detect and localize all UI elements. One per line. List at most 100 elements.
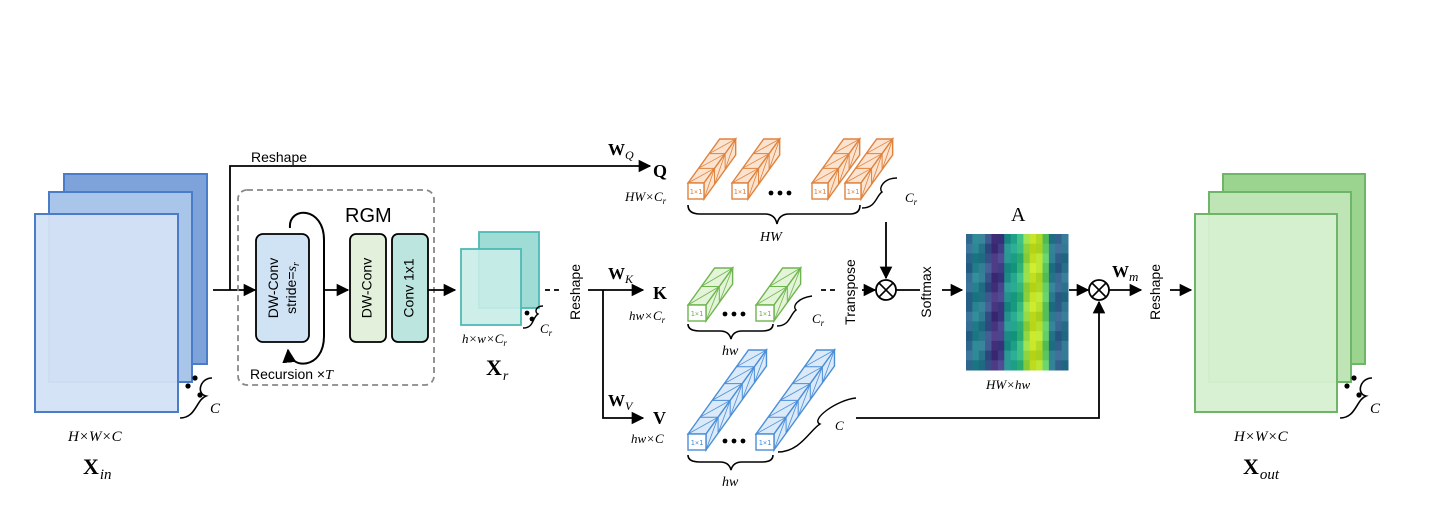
heatmap-cell [1036,234,1043,245]
heatmap-cell [1017,302,1024,313]
heatmap-cell [1004,302,1012,313]
heatmap-cell [1004,292,1012,303]
heatmap-cell [991,321,999,332]
output-feature-stack: C H×W×C Xout [1194,173,1381,483]
heatmap-cell [978,321,986,332]
heatmap-cell [1004,282,1012,293]
heatmap-cell [966,272,973,284]
heatmap-cell [1061,360,1069,371]
heatmap-cell [1042,234,1050,245]
heatmap-cell [997,253,1005,264]
heatmap-cell [972,350,980,361]
heatmap-cell [1010,272,1018,284]
v-ellipsis [722,438,746,444]
heatmap-cell [1017,350,1024,361]
q-weight-label: WQ [608,140,634,162]
heatmap-cell [997,331,1005,342]
reshape-out-label: Reshape [1147,264,1163,320]
v-dims-label: hw×C [631,431,664,446]
k-length-label: hw [722,344,739,359]
heatmap-cell [1061,350,1069,361]
heatmap-cell [1029,282,1037,293]
heatmap-cell [972,282,980,293]
heatmap-cell [997,360,1005,371]
heatmap-cell [1048,350,1056,361]
heatmap-cell [1061,321,1069,332]
v-name-label: V [653,408,666,428]
output-channel-label: C [1370,401,1381,417]
heatmap-cell [1055,331,1063,342]
output-layer-front [1194,213,1338,413]
heatmap-cell [985,302,992,313]
heatmap-cell [1010,234,1018,245]
heatmap-cell [1017,340,1024,352]
heatmap-cell [985,321,992,332]
stack-dot [192,375,198,381]
heatmap-cell [1023,263,1031,274]
heatmap-cell [978,253,986,264]
v-to-mul-arrow [856,300,1106,419]
heatmap-cell [1048,340,1056,352]
heatmap-cell [966,302,973,313]
heatmap-cell [1029,272,1037,284]
reshape-mid-label: Reshape [567,264,583,320]
svg-text:1×1: 1×1 [847,188,860,196]
xr-name-label: Xr [486,355,509,384]
heatmap-cell [1029,263,1037,274]
xr-dims-label: h×w×Cr [462,331,507,348]
xr-channel-brace [522,305,544,329]
k-channel-brace [776,295,813,327]
heatmap-cell [991,253,999,264]
heatmap-cell [1029,243,1037,254]
heatmap-cell [1048,360,1056,371]
heatmap-cell [978,350,986,361]
heatmap-cell [978,243,986,254]
heatmap-cell [972,340,980,352]
heatmap-cell [1010,360,1018,371]
heatmap-cell [1023,321,1031,332]
matmul-op-2 [1088,279,1110,301]
token-prism: 1×1 [686,347,768,453]
k-length-brace [687,323,774,340]
heatmap-cell [1010,263,1018,274]
recursion-label: Recursion ×T [250,366,334,383]
output-ops: Wm Reshape [856,262,1193,419]
stack-dot [185,383,191,389]
heatmap-cell [1029,331,1037,342]
heatmap-cell [1048,243,1056,254]
transpose-label: Transpose [842,259,858,325]
heatmap-cell [1010,311,1018,322]
attention-label: A [1011,204,1026,226]
xr-layer-front [460,248,522,326]
input-channel-label: C [210,401,221,417]
heatmap-cell [966,360,973,371]
heatmap-cell [985,311,992,322]
svg-text:1×1: 1×1 [814,188,827,196]
svg-text:1×1: 1×1 [691,439,704,447]
heatmap-cell [1048,263,1056,274]
heatmap-cell [1042,282,1050,293]
heatmap-cell [1061,253,1069,264]
heatmap-cell [997,350,1005,361]
heatmap-cell [1029,302,1037,313]
attention-map: A HW×hw [966,204,1069,392]
heatmap-cell [1061,272,1069,284]
stack-dot [1356,392,1362,398]
heatmap-cell [1061,263,1069,274]
heatmap-cell [1055,253,1063,264]
svg-text:1×1: 1×1 [691,310,704,318]
heatmap-cell [1036,350,1043,361]
stack-dot [1351,375,1357,381]
q-channel-label: Cr [905,190,918,207]
rgm-title: RGM [345,205,392,227]
heatmap-cell [1010,292,1018,303]
stack-dot [524,310,530,316]
reshape-top-arrow [229,159,652,290]
heatmap-cell [991,272,999,284]
heatmap-cell [1042,263,1050,274]
heatmap-cell [972,331,980,342]
dwconv-stride-block [255,233,310,343]
to-v-arrow [602,290,645,425]
